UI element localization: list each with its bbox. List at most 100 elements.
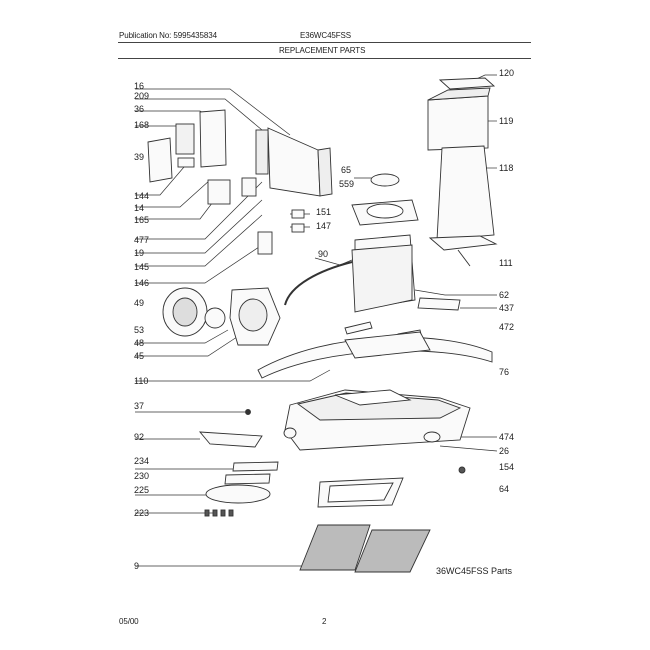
part-label: 472 bbox=[499, 322, 514, 332]
connector-151 bbox=[291, 209, 305, 219]
part-label: 559 bbox=[339, 179, 354, 189]
part-label: 26 bbox=[499, 446, 509, 456]
switch-housing bbox=[199, 109, 227, 168]
chimney-top-bracket bbox=[438, 77, 496, 90]
relay-block bbox=[207, 179, 231, 205]
part-label: 19 bbox=[134, 248, 144, 258]
part-label: 144 bbox=[134, 191, 149, 201]
part-label: 118 bbox=[499, 163, 513, 173]
part-label: 45 bbox=[134, 351, 144, 361]
leader-line bbox=[135, 159, 191, 196]
part-label: 9 bbox=[134, 561, 139, 571]
footer-date: 05/00 bbox=[119, 617, 139, 626]
leader-line bbox=[135, 181, 263, 240]
leader-line bbox=[135, 369, 331, 382]
leader-line bbox=[135, 88, 291, 136]
part-label: 120 bbox=[499, 68, 514, 78]
part-label: 145 bbox=[134, 262, 149, 272]
screw-37 bbox=[245, 409, 251, 415]
section-title: REPLACEMENT PARTS bbox=[279, 46, 366, 55]
switch-plate-234 bbox=[232, 461, 279, 472]
halogen-26 bbox=[283, 427, 297, 439]
part-label: 90 bbox=[318, 249, 328, 259]
part-label: 65 bbox=[341, 165, 351, 175]
chimney-edge bbox=[457, 249, 471, 267]
header-rule-bottom bbox=[118, 58, 531, 59]
knob-group-223 bbox=[204, 509, 234, 517]
control-board bbox=[255, 129, 269, 175]
part-label: 48 bbox=[134, 338, 144, 348]
header-rule-top bbox=[118, 42, 531, 43]
light-lens-92 bbox=[198, 431, 263, 448]
canopy-clip-left bbox=[344, 321, 373, 335]
part-label: 16 bbox=[134, 81, 144, 91]
leader-line bbox=[439, 445, 498, 452]
exhaust-collar-opening bbox=[366, 203, 404, 219]
part-label: 477 bbox=[134, 235, 149, 245]
chimney-bracket-111 bbox=[428, 235, 498, 251]
part-label: 474 bbox=[499, 432, 514, 442]
leader-line bbox=[135, 244, 263, 284]
grease-filter-right bbox=[354, 529, 431, 573]
leader-line bbox=[414, 289, 497, 296]
chimney-upper-cover-side bbox=[427, 87, 491, 101]
damper-flap bbox=[370, 173, 400, 187]
part-label: 165 bbox=[134, 215, 149, 225]
connector-147 bbox=[291, 223, 305, 233]
part-label: 146 bbox=[134, 278, 149, 288]
part-label: 209 bbox=[134, 91, 149, 101]
screw-154 bbox=[458, 466, 466, 474]
blower-wheel-inner bbox=[172, 297, 198, 327]
control-panel-225 bbox=[205, 484, 271, 504]
part-label: 437 bbox=[499, 303, 514, 313]
switch-plate-230 bbox=[224, 473, 271, 485]
mounting-plate-side bbox=[317, 147, 333, 197]
part-label: 36 bbox=[134, 104, 144, 114]
part-label: 230 bbox=[134, 471, 149, 481]
chimney-lower-cover bbox=[436, 145, 495, 241]
blower-housing-inlet bbox=[238, 298, 268, 332]
part-label: 49 bbox=[134, 298, 144, 308]
hood-opening bbox=[334, 389, 412, 406]
part-label: 147 bbox=[316, 221, 331, 231]
filter-frame-inner bbox=[327, 482, 394, 503]
publication-number: Publication No: 5995435834 bbox=[119, 31, 217, 40]
leader-line bbox=[135, 329, 229, 344]
leader-line bbox=[135, 98, 263, 131]
part-label: 62 bbox=[499, 290, 509, 300]
grease-filter-left bbox=[299, 524, 371, 571]
part-label: 151 bbox=[316, 207, 331, 217]
chimney-upper-cover bbox=[427, 95, 489, 151]
light-cover-39 bbox=[147, 137, 173, 183]
leader-line bbox=[135, 334, 241, 357]
part-label: 53 bbox=[134, 325, 144, 335]
leader-line bbox=[135, 179, 211, 208]
diagram-caption: 36WC45FSS Parts bbox=[436, 566, 513, 576]
capacitor-block bbox=[241, 177, 257, 197]
blower-support-body bbox=[351, 244, 413, 313]
part-label: 76 bbox=[499, 367, 509, 377]
part-label: 110 bbox=[134, 376, 148, 386]
canopy-frame-472 bbox=[344, 331, 431, 359]
part-label: 37 bbox=[134, 401, 144, 411]
footer-page: 2 bbox=[322, 617, 327, 626]
model-number: E36WC45FSS bbox=[300, 31, 352, 40]
terminal-block bbox=[177, 157, 195, 168]
leader-line bbox=[135, 214, 263, 267]
part-label: 119 bbox=[499, 116, 513, 126]
hood-top-plate bbox=[296, 392, 462, 421]
duct-hose bbox=[284, 261, 353, 306]
part-label: 154 bbox=[499, 462, 514, 472]
part-label: 168 bbox=[134, 120, 149, 130]
glass-canopy bbox=[257, 336, 493, 379]
switch-plate bbox=[175, 123, 195, 155]
part-label: 223 bbox=[134, 508, 149, 518]
mounting-plate bbox=[267, 127, 321, 197]
part-label: 39 bbox=[134, 152, 144, 162]
rail-437 bbox=[417, 297, 461, 311]
part-label: 14 bbox=[134, 203, 144, 213]
part-label: 92 bbox=[134, 432, 144, 442]
part-label: 111 bbox=[499, 258, 513, 268]
part-label: 234 bbox=[134, 456, 149, 466]
